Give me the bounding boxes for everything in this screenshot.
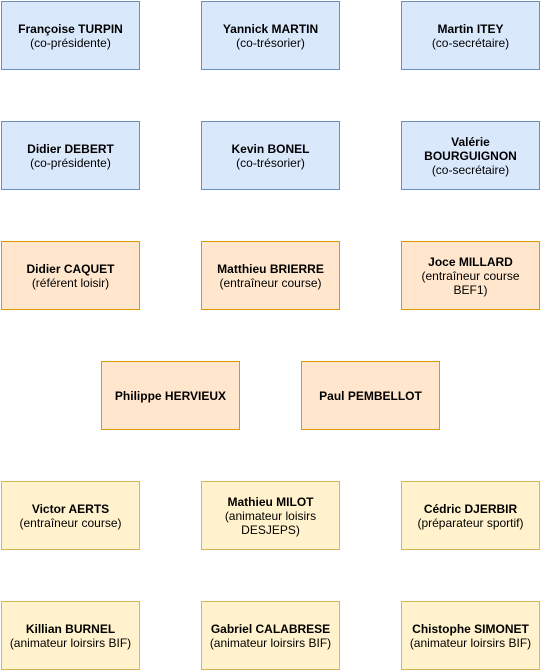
person-card: Valérie BOURGUIGNON (co-secrétaire) bbox=[401, 121, 540, 190]
person-card: Victor AERTS (entraîneur course) bbox=[1, 481, 140, 550]
person-card: Yannick MARTIN (co-trésorier) bbox=[201, 1, 340, 70]
person-role: (co-secrétaire) bbox=[431, 35, 510, 50]
person-role: (co-secrétaire) bbox=[431, 162, 510, 177]
person-card: Gabriel CALABRESE (animateur loirsirs BI… bbox=[201, 601, 340, 670]
person-card: Paul PEMBELLOT bbox=[301, 361, 440, 430]
person-card: Joce MILLARD (entraîneur course BEF1) bbox=[401, 241, 540, 310]
person-name: Françoise TURPIN bbox=[18, 21, 123, 36]
person-card: Philippe HERVIEUX bbox=[101, 361, 240, 430]
person-role: (entraîneur course) bbox=[19, 515, 122, 530]
person-card: Cédric DJERBIR (préparateur sportif) bbox=[401, 481, 540, 550]
person-name: Paul PEMBELLOT bbox=[319, 388, 422, 403]
person-role: (animateur loirsirs BIF) bbox=[409, 635, 532, 650]
person-role: (animateur loirsirs BIF) bbox=[209, 635, 332, 650]
person-name: Mathieu MILOT bbox=[227, 494, 314, 509]
person-role: (animateur loisirs DESJEPS) bbox=[224, 508, 317, 537]
person-card: Didier DEBERT (co-présidente) bbox=[1, 121, 140, 190]
person-name: Cédric DJERBIR bbox=[423, 501, 518, 516]
person-name: Philippe HERVIEUX bbox=[114, 388, 227, 403]
person-role: (co-présidente) bbox=[30, 35, 111, 50]
person-name: Gabriel CALABRESE bbox=[210, 621, 331, 636]
person-role: (co-présidente) bbox=[30, 155, 111, 170]
person-card: Matthieu BRIERRE (entraîneur course) bbox=[201, 241, 340, 310]
person-card: Françoise TURPIN (co-présidente) bbox=[1, 1, 140, 70]
person-card: Chistophe SIMONET (animateur loirsirs BI… bbox=[401, 601, 540, 670]
person-name: Killian BURNEL bbox=[25, 621, 116, 636]
person-role: (préparateur sportif) bbox=[417, 515, 524, 530]
person-name: Valérie BOURGUIGNON bbox=[424, 134, 517, 163]
person-card: Mathieu MILOT (animateur loisirs DESJEPS… bbox=[201, 481, 340, 550]
person-role: (animateur loirsirs BIF) bbox=[9, 635, 132, 650]
person-name: Martin ITEY bbox=[437, 21, 504, 36]
person-card: Martin ITEY (co-secrétaire) bbox=[401, 1, 540, 70]
person-card: Kevin BONEL (co-trésorier) bbox=[201, 121, 340, 190]
person-name: Didier DEBERT bbox=[27, 141, 114, 156]
person-role: (co-trésorier) bbox=[236, 35, 305, 50]
person-name: Kevin BONEL bbox=[231, 141, 310, 156]
person-role: (co-trésorier) bbox=[236, 155, 305, 170]
person-name: Yannick MARTIN bbox=[222, 21, 319, 36]
person-role: (entraîneur course) bbox=[219, 275, 322, 290]
person-name: Victor AERTS bbox=[31, 501, 110, 516]
person-card: Killian BURNEL (animateur loirsirs BIF) bbox=[1, 601, 140, 670]
person-name: Chistophe SIMONET bbox=[412, 621, 529, 636]
person-card: Didier CAQUET (référent loisir) bbox=[1, 241, 140, 310]
person-name: Joce MILLARD bbox=[428, 254, 513, 269]
person-role: (référent loisir) bbox=[31, 275, 110, 290]
person-name: Didier CAQUET bbox=[26, 261, 115, 276]
person-name: Matthieu BRIERRE bbox=[217, 261, 324, 276]
person-role: (entraîneur course BEF1) bbox=[421, 268, 520, 297]
